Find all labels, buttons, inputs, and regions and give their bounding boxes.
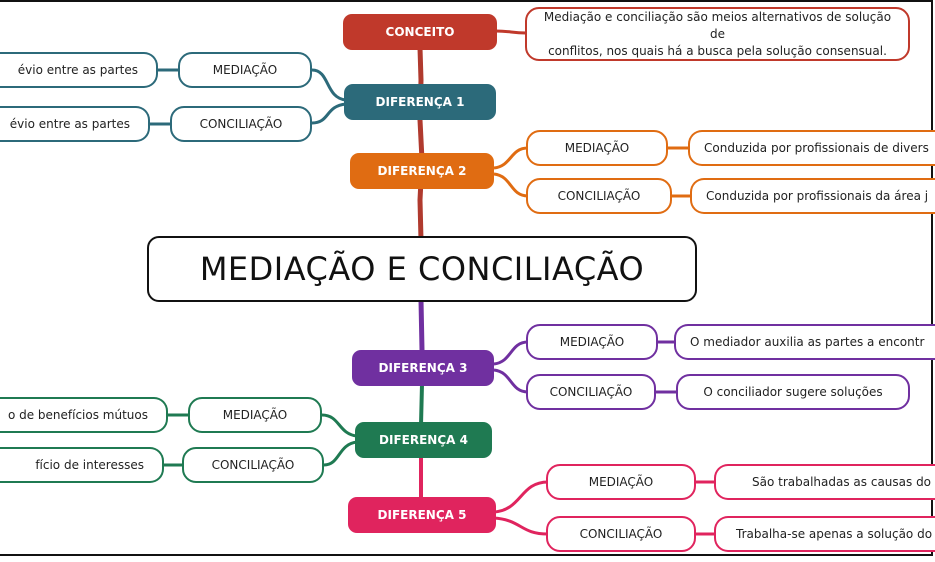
diferenca-3-conciliacao[interactable]: CONCILIAÇÃO: [526, 374, 656, 410]
diferenca-4-node[interactable]: DIFERENÇA 4: [355, 422, 492, 458]
central-topic[interactable]: MEDIAÇÃO E CONCILIAÇÃO: [147, 236, 697, 302]
spine-bottom-green: [419, 382, 424, 427]
diferenca-1-conciliacao-text-label: évio entre as partes: [9, 117, 130, 131]
diferenca-1-mediacao-text[interactable]: évio entre as partes: [0, 52, 158, 88]
diferenca-1-mediacao-text-label: évio entre as partes: [17, 63, 138, 77]
conceito-label: CONCEITO: [385, 25, 455, 39]
diferenca-3-conciliacao-text[interactable]: O conciliador sugere soluções: [676, 374, 910, 410]
link-d5-mediacao: [493, 480, 549, 514]
diferenca-2-node[interactable]: DIFERENÇA 2: [350, 153, 494, 189]
link-d4-mediacao: [321, 413, 358, 438]
spine-top: [417, 45, 425, 243]
diferenca-2-mediacao-label: MEDIAÇÃO: [564, 141, 630, 155]
diferenca-5-conciliacao-text[interactable]: Trabalha-se apenas a solução do: [714, 516, 935, 552]
diferenca-2-mediacao[interactable]: MEDIAÇÃO: [526, 130, 668, 166]
spine-bottom-purple: [418, 297, 425, 353]
diferenca-2-conciliacao-text-label: Conduzida por profissionais da área j: [706, 189, 929, 203]
link-d4-conciliacao: [323, 440, 358, 467]
diferenca-5-mediacao-label: MEDIAÇÃO: [588, 475, 654, 489]
diferenca-2-label: DIFERENÇA 2: [377, 164, 467, 178]
diferenca-3-mediacao[interactable]: MEDIAÇÃO: [526, 324, 658, 360]
diferenca-4-mediacao-label: MEDIAÇÃO: [222, 408, 288, 422]
conceito-description[interactable]: Mediação e conciliação são meios alterna…: [525, 7, 910, 61]
diferenca-1-node[interactable]: DIFERENÇA 1: [344, 84, 496, 120]
diferenca-1-label: DIFERENÇA 1: [375, 95, 465, 109]
diferenca-1-mediacao-label: MEDIAÇÃO: [212, 63, 278, 77]
diferenca-3-label: DIFERENÇA 3: [378, 361, 468, 375]
diferenca-1-conciliacao-label: CONCILIAÇÃO: [199, 117, 283, 131]
diferenca-4-conciliacao-text[interactable]: fício de interesses: [0, 447, 164, 483]
diferenca-4-conciliacao-text-label: fício de interesses: [35, 458, 144, 472]
diferenca-5-conciliacao[interactable]: CONCILIAÇÃO: [546, 516, 696, 552]
link-conceito: [495, 29, 527, 35]
diferenca-4-label: DIFERENÇA 4: [379, 433, 468, 447]
diferenca-2-mediacao-text-label: Conduzida por profissionais de divers: [704, 141, 929, 155]
link-d1-mediacao: [311, 68, 347, 102]
diferenca-4-mediacao-text-label: o de benefícios mútuos: [7, 408, 148, 422]
link-d3-conciliacao: [493, 368, 529, 394]
diferenca-5-mediacao[interactable]: MEDIAÇÃO: [546, 464, 696, 500]
diferenca-3-mediacao-text[interactable]: O mediador auxilia as partes a encontr: [674, 324, 935, 360]
diferenca-5-mediacao-text[interactable]: São trabalhadas as causas do: [714, 464, 935, 500]
conceito-text-line-2: conflitos, nos quais há a busca pela sol…: [548, 43, 887, 58]
diferenca-3-conciliacao-text-label: O conciliador sugere soluções: [703, 385, 883, 399]
diferenca-3-mediacao-label: MEDIAÇÃO: [559, 335, 625, 349]
diferenca-2-conciliacao-label: CONCILIAÇÃO: [557, 189, 641, 203]
link-d3-mediacao: [493, 340, 529, 366]
link-d1-conciliacao: [311, 102, 347, 125]
link-d5-conciliacao: [493, 516, 549, 536]
diferenca-1-mediacao[interactable]: MEDIAÇÃO: [178, 52, 312, 88]
conceito-node[interactable]: CONCEITO: [343, 14, 497, 50]
central-topic-label: MEDIAÇÃO E CONCILIAÇÃO: [199, 250, 645, 288]
conceito-text-line-1: Mediação e conciliação são meios alterna…: [543, 9, 892, 41]
diferenca-4-mediacao-text[interactable]: o de benefícios mútuos: [0, 397, 168, 433]
link-d2-conciliacao: [493, 172, 529, 198]
diferenca-5-node[interactable]: DIFERENÇA 5: [348, 497, 496, 533]
diferenca-1-conciliacao[interactable]: CONCILIAÇÃO: [170, 106, 312, 142]
diferenca-4-conciliacao-label: CONCILIAÇÃO: [211, 458, 295, 472]
diferenca-5-label: DIFERENÇA 5: [377, 508, 467, 522]
diferenca-4-conciliacao[interactable]: CONCILIAÇÃO: [182, 447, 324, 483]
diferenca-3-mediacao-text-label: O mediador auxilia as partes a encontr: [690, 335, 925, 349]
diferenca-3-conciliacao-label: CONCILIAÇÃO: [549, 385, 633, 399]
link-d2-mediacao: [493, 146, 529, 170]
diferenca-1-conciliacao-text[interactable]: évio entre as partes: [0, 106, 150, 142]
diferenca-4-mediacao[interactable]: MEDIAÇÃO: [188, 397, 322, 433]
diferenca-3-node[interactable]: DIFERENÇA 3: [352, 350, 494, 386]
diferenca-5-mediacao-text-label: São trabalhadas as causas do: [752, 475, 932, 489]
diferenca-2-conciliacao[interactable]: CONCILIAÇÃO: [526, 178, 672, 214]
diferenca-5-conciliacao-text-label: Trabalha-se apenas a solução do: [736, 527, 933, 541]
diferenca-2-mediacao-text[interactable]: Conduzida por profissionais de divers: [688, 130, 935, 166]
diferenca-2-conciliacao-text[interactable]: Conduzida por profissionais da área j: [690, 178, 935, 214]
diferenca-5-conciliacao-label: CONCILIAÇÃO: [579, 527, 663, 541]
